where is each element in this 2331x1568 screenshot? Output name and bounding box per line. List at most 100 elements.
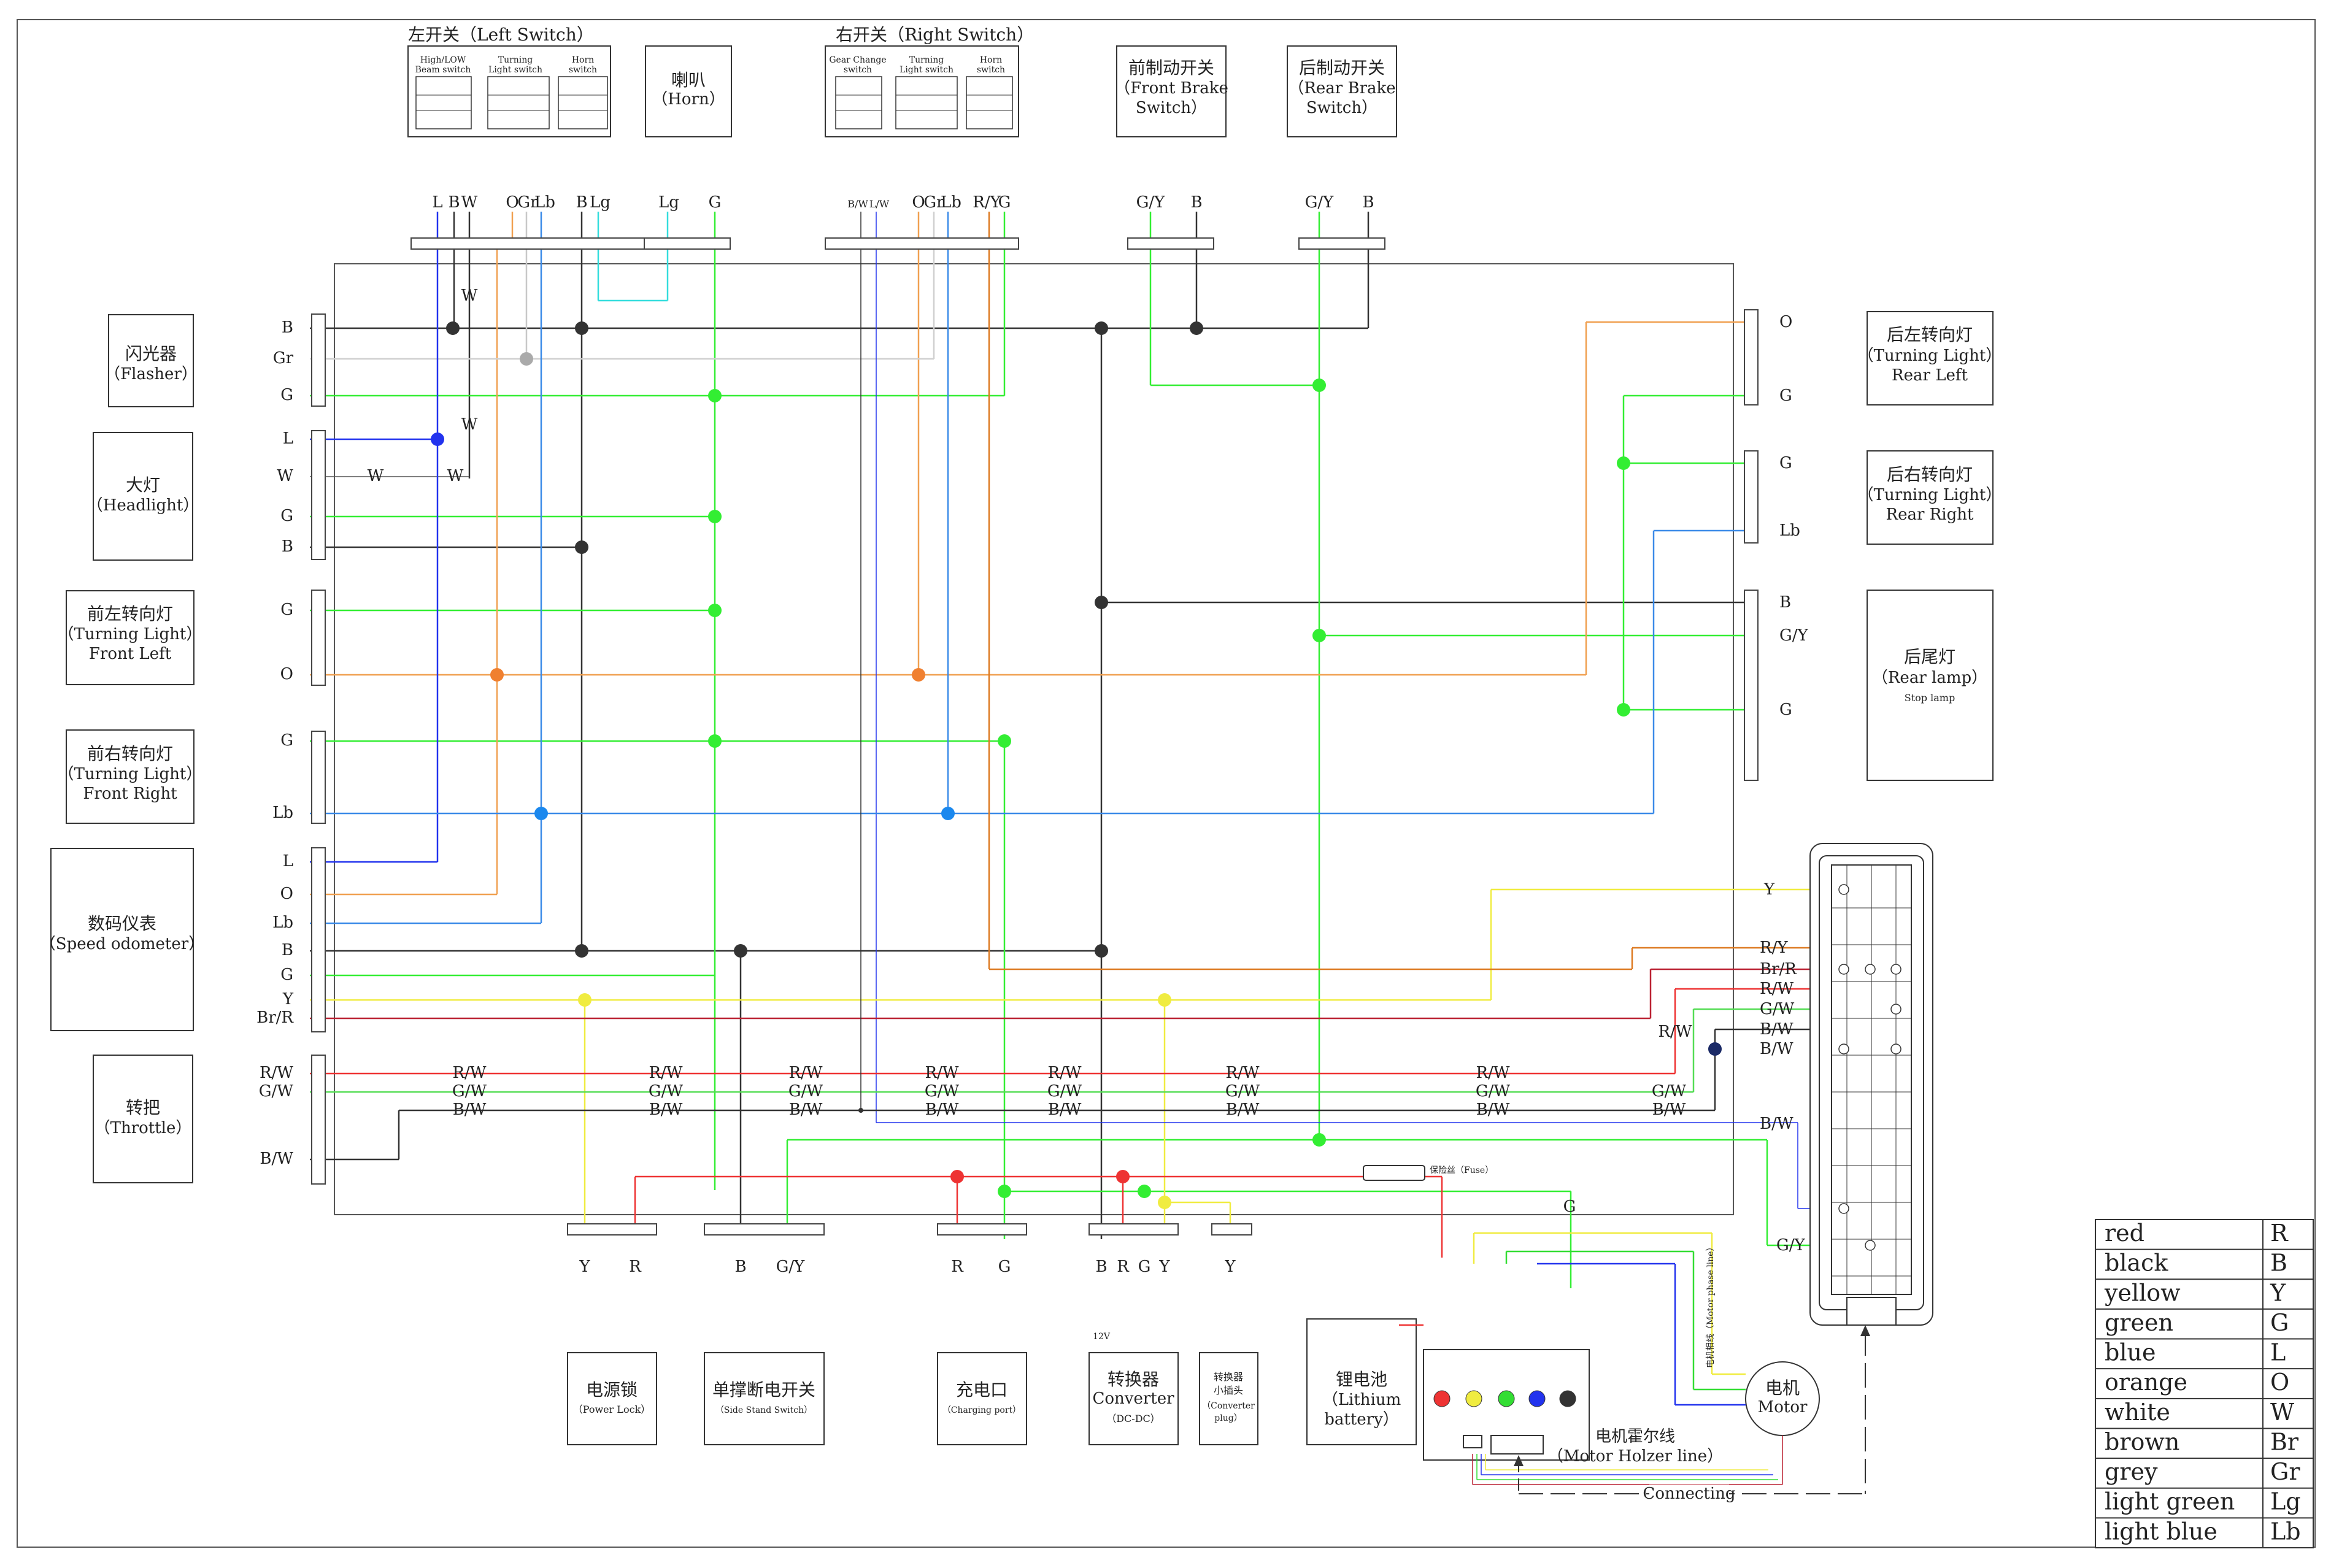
charging-port: 充电口 （Charging port） [937,1352,1027,1445]
svg-text:Front Left: Front Left [89,645,172,663]
svg-text:R/W: R/W [788,1064,822,1082]
svg-text:B/W: B/W [847,198,868,210]
svg-text:12V: 12V [1093,1332,1111,1342]
connector-bars [311,237,1759,1236]
svg-text:后制动开关: 后制动开关 [1299,58,1385,78]
legend-color-code: Lb [2270,1518,2301,1545]
front-left-turn-light: 前左转向灯 （Turning Light） Front Left [58,590,202,685]
legend-color-name: black [2105,1250,2168,1277]
svg-text:G/W: G/W [925,1082,960,1101]
left-switch: 左开关（Left Switch） High/LOW Beam switch Tu… [407,25,611,137]
svg-text:Gr: Gr [923,193,944,212]
svg-text:（Turning Light）: （Turning Light） [1858,347,2002,365]
svg-text:转把: 转把 [126,1097,160,1118]
throttle: 转把 （Throttle） [93,1055,193,1183]
dc-dc-converter: 12V 转换器 Converter （DC-DC） [1088,1332,1179,1445]
svg-text:Y: Y [1224,1258,1236,1276]
converter-plug: 转换器 小插头 （Converter plug） [1199,1352,1258,1445]
legend-color-name: grey [2105,1458,2158,1485]
legend-color-name: orange [2105,1369,2187,1396]
horn: 喇叭 （Horn） [645,45,732,137]
svg-text:G: G [280,966,293,984]
svg-text:Rear Right: Rear Right [1886,505,1974,524]
svg-text:switch: switch [569,65,597,75]
svg-text:Y: Y [1763,880,1775,899]
svg-text:保险丝（Fuse）: 保险丝（Fuse） [1430,1166,1493,1175]
svg-text:Lb: Lb [1779,521,1800,540]
svg-text:（DC-DC）: （DC-DC） [1106,1413,1160,1424]
svg-text:B/W: B/W [1048,1101,1082,1119]
svg-text:Front Right: Front Right [83,785,177,803]
svg-text:电机霍尔线: 电机霍尔线 [1595,1428,1675,1446]
svg-text:大灯: 大灯 [126,475,160,495]
svg-text:G: G [1779,701,1792,719]
svg-text:Lb: Lb [941,193,961,212]
svg-text:G: G [1779,454,1792,472]
svg-text:左开关（Left Switch）: 左开关（Left Switch） [408,25,594,45]
svg-text:Horn: Horn [572,55,594,65]
wires [310,212,1896,1288]
svg-text:Beam switch: Beam switch [415,65,471,75]
svg-text:G/Y: G/Y [1776,1236,1806,1255]
svg-text:G/Y: G/Y [776,1258,806,1276]
svg-text:R/W: R/W [1225,1064,1259,1082]
legend-color-name: white [2105,1399,2170,1426]
svg-text:（Horn）: （Horn） [652,90,725,109]
svg-text:R/W: R/W [1658,1023,1692,1041]
svg-text:Y: Y [1158,1258,1170,1276]
svg-text:L/W: L/W [869,198,890,210]
svg-text:电机相线（Motor phase line）: 电机相线（Motor phase line） [1706,1243,1716,1368]
side-stand-switch: 单撑断电开关 （Side Stand Switch） [704,1352,825,1445]
svg-text:battery）: battery） [1324,1410,1399,1429]
svg-text:G: G [1779,386,1792,405]
svg-text:switch: switch [844,65,872,75]
svg-text:电机: 电机 [1765,1378,1800,1398]
svg-text:O: O [912,193,925,212]
svg-text:switch: switch [977,65,1005,75]
legend-color-code: L [2270,1339,2286,1366]
front-right-turn-light: 前右转向灯 （Turning Light） Front Right [58,729,202,824]
legend-color-code: B [2270,1250,2287,1277]
phase-wires [1399,1232,1783,1485]
svg-text:G: G [998,1258,1011,1276]
svg-text:Br/R: Br/R [1760,960,1797,978]
legend-color-name: red [2105,1220,2144,1247]
svg-text:（Turning Light）: （Turning Light） [58,765,202,783]
svg-text:前左转向灯: 前左转向灯 [87,604,173,624]
svg-text:G/W: G/W [1047,1082,1082,1101]
legend-color-code: G [2270,1309,2289,1336]
motor-controller [1423,1349,1590,1461]
svg-text:R: R [1117,1258,1130,1276]
harness-frame [334,263,1734,1215]
svg-text:Turning: Turning [909,55,944,65]
svg-text:Gr: Gr [273,349,294,367]
svg-text:（Side Stand Switch）: （Side Stand Switch） [715,1405,812,1415]
svg-text:Converter: Converter [1092,1389,1174,1408]
svg-text:Gr: Gr [517,193,538,212]
svg-text:喇叭: 喇叭 [671,70,706,90]
svg-text:W: W [461,415,478,434]
svg-text:充电口: 充电口 [956,1380,1008,1400]
svg-text:G/W: G/W [1652,1082,1687,1101]
legend-color-name: yellow [2104,1279,2181,1306]
svg-text:小插头: 小插头 [1214,1385,1243,1396]
svg-text:L: L [283,429,293,448]
svg-text:O: O [280,885,293,903]
svg-text:数码仪表: 数码仪表 [88,913,156,934]
legend-color-code: Y [2270,1279,2286,1306]
svg-text:G/W: G/W [452,1082,487,1101]
svg-text:B: B [1095,1258,1107,1276]
svg-text:（Turning Light）: （Turning Light） [58,625,202,644]
svg-text:Lg: Lg [590,193,611,212]
legend-color-name: light green [2105,1488,2235,1515]
svg-text:G/W: G/W [1225,1082,1260,1101]
svg-text:R/Y: R/Y [973,193,1001,212]
svg-text:前右转向灯: 前右转向灯 [87,744,173,764]
svg-text:R/Y: R/Y [1760,939,1788,957]
legend-color-name: blue [2105,1339,2156,1366]
svg-text:B: B [282,318,293,337]
right-wire-labels: O G G Lb B G/Y G Y R/Y Br/R R/W G/W B/W … [1760,313,1809,1255]
motor-labels: 电机霍尔线 （Motor Holzer line） 电机相线（Motor pha… [1514,1243,1870,1503]
svg-text:W: W [277,467,293,485]
